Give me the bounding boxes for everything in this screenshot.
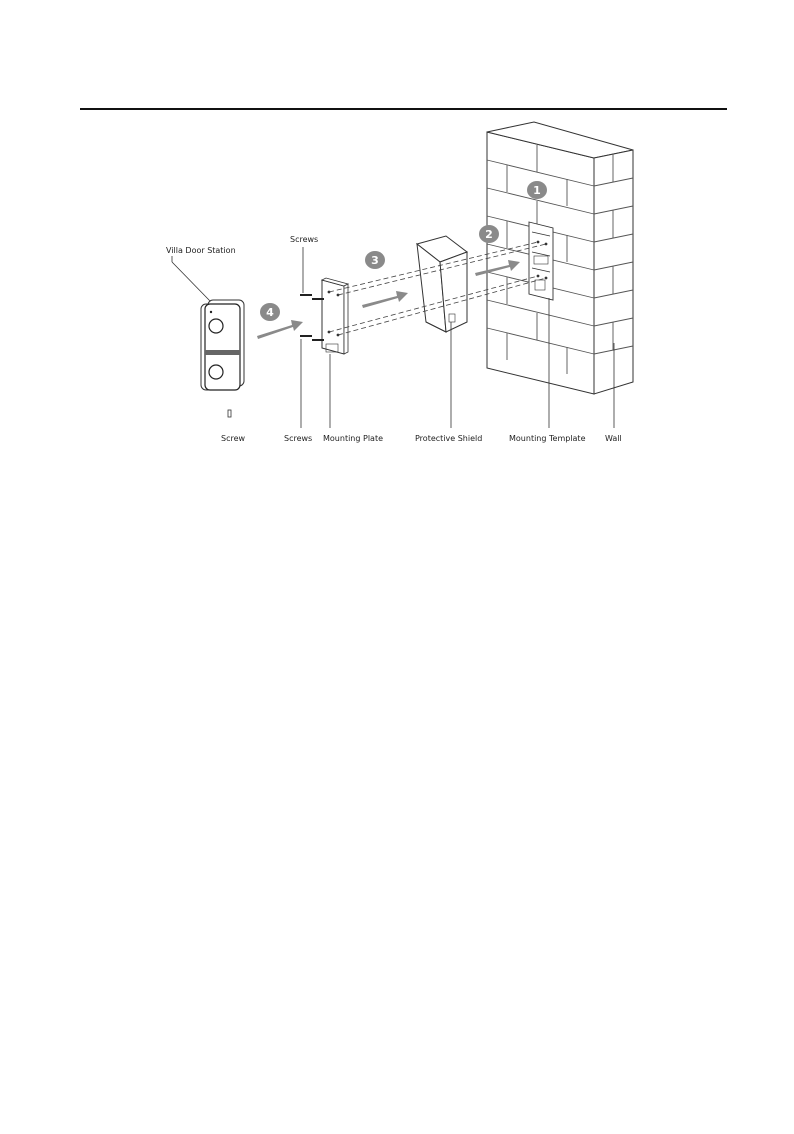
screws-bottom xyxy=(300,336,324,340)
label-wall: Wall xyxy=(605,434,622,443)
step-badge-4: 4 xyxy=(260,303,280,321)
step-badge-2: 2 xyxy=(479,225,499,243)
step-number-2: 2 xyxy=(485,228,493,241)
label-screw: Screw xyxy=(221,434,246,443)
mounting-plate xyxy=(322,278,348,354)
label-protective-shield: Protective Shield xyxy=(415,434,482,443)
step-badge-3: 3 xyxy=(365,251,385,269)
step-number-3: 3 xyxy=(371,254,379,267)
label-villa-door-station: Villa Door Station xyxy=(166,246,236,255)
protective-shield xyxy=(417,236,467,332)
step-badge-1: 1 xyxy=(527,181,547,199)
screws-top xyxy=(300,295,324,299)
step-number-4: 4 xyxy=(266,306,274,319)
arrow-step-3 xyxy=(362,291,408,308)
step-number-1: 1 xyxy=(533,184,541,197)
single-screw xyxy=(228,410,231,417)
arrow-step-4 xyxy=(257,320,303,339)
villa-door-station xyxy=(201,300,244,390)
wall xyxy=(487,122,633,394)
label-screws-bottom: Screws xyxy=(284,434,312,443)
label-mounting-plate: Mounting Plate xyxy=(323,434,383,443)
label-screws-top: Screws xyxy=(290,235,318,244)
mounting-template xyxy=(529,222,553,300)
label-mounting-template: Mounting Template xyxy=(509,434,586,443)
